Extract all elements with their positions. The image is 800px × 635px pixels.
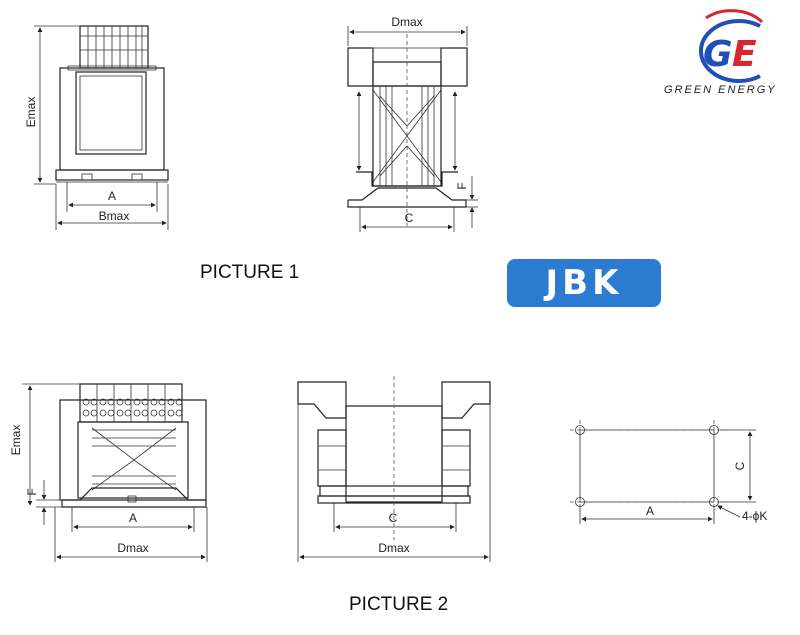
p2-f-label: F <box>25 488 39 495</box>
picture-1-caption: PICTURE 1 <box>200 262 300 283</box>
p2-side-dmax-label: Dmax <box>378 541 409 555</box>
p2-mount-c-label: C <box>733 461 747 470</box>
p2-a-label: A <box>129 511 137 525</box>
p1-side-view: Dmax C F <box>347 15 478 232</box>
p2-holes-label: 4-ϕK <box>742 509 767 523</box>
p1-a-label: A <box>108 189 116 203</box>
p2-side-view: C Dmax <box>297 376 491 562</box>
p1-dmax-label: Dmax <box>391 15 422 29</box>
picture-2-caption: PICTURE 2 <box>349 594 449 615</box>
green-energy-logo: G E <box>699 9 764 83</box>
svg-text:E: E <box>732 34 757 75</box>
p2-mount-holes <box>575 425 719 507</box>
p1-front-view: Emax A Bmax <box>24 25 169 230</box>
p2-terminal-screws <box>82 398 183 417</box>
p2-emax-label: Emax <box>9 425 23 456</box>
p2-mount-a-label: A <box>646 504 654 518</box>
svg-text:G: G <box>703 34 733 75</box>
p2-front-view: Emax F A Dmax <box>9 383 208 562</box>
p1-bmax-label: Bmax <box>99 209 130 223</box>
jbk-badge: JBK <box>507 259 661 307</box>
p1-emax-label: Emax <box>24 97 38 128</box>
p1-f-label: F <box>455 182 469 189</box>
brand-name: GREEN ENERGY <box>664 84 777 96</box>
p2-mounting-plan: C A 4-ϕK <box>570 420 767 524</box>
p2-side-c-label: C <box>389 511 398 525</box>
p2-dmax-label: Dmax <box>117 541 148 555</box>
p1-c-label: C <box>405 211 414 225</box>
